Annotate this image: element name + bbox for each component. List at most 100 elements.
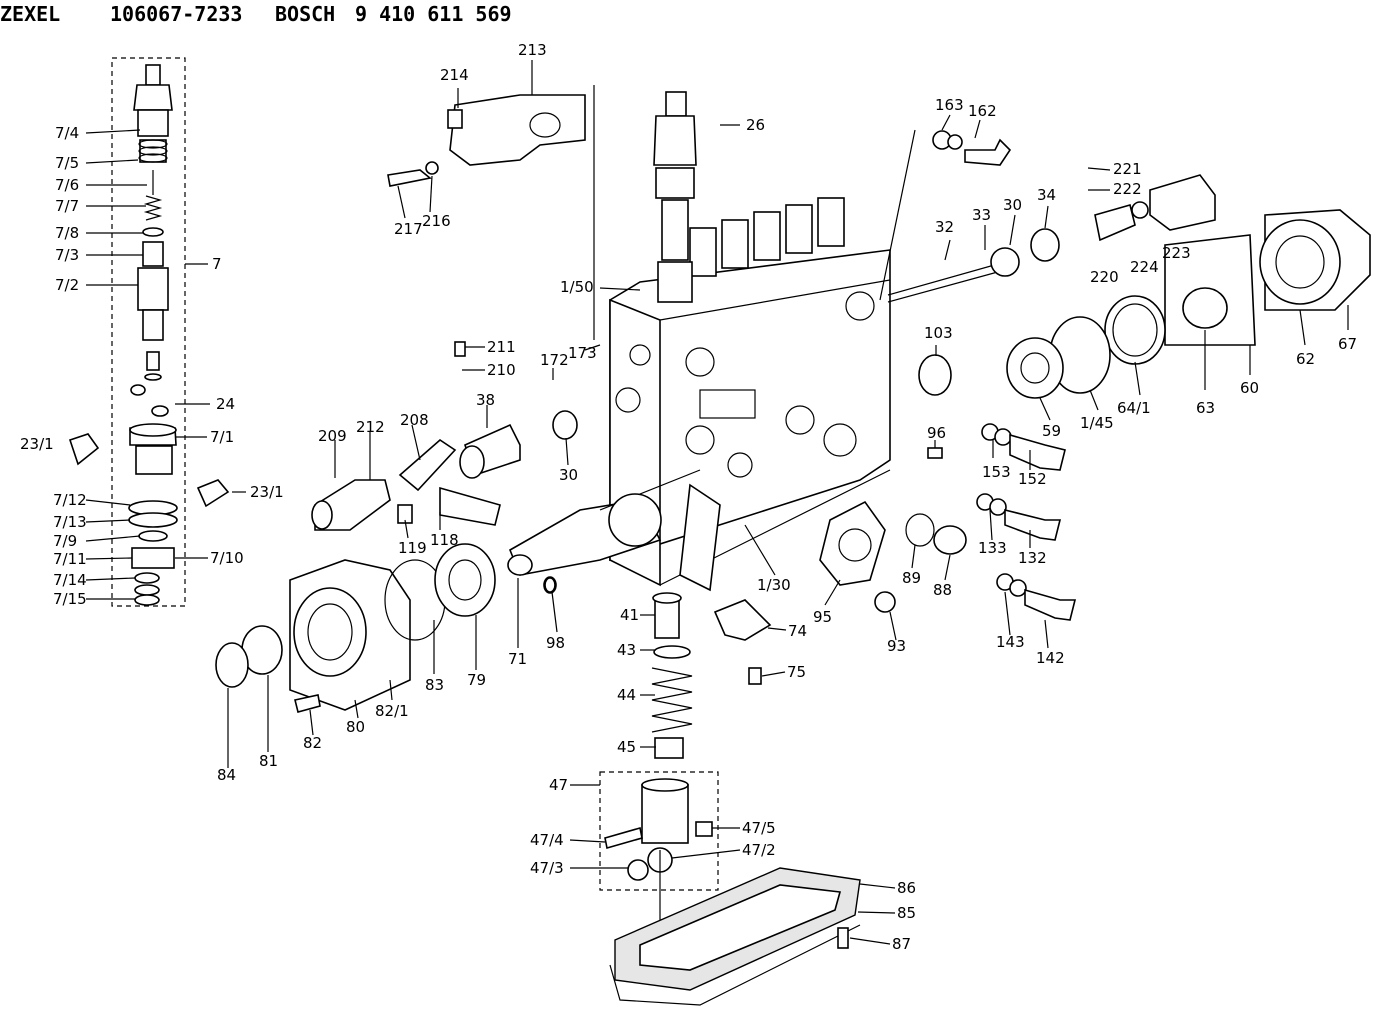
callout-216: 216 bbox=[422, 212, 451, 230]
callout-173: 173 bbox=[568, 344, 597, 362]
callout-33: 33 bbox=[972, 206, 991, 224]
callout-7-8: 7/8 bbox=[55, 224, 79, 242]
callout-7-7: 7/7 bbox=[55, 197, 79, 215]
pump-housing bbox=[508, 91, 891, 592]
callout-23-1-left: 23/1 bbox=[20, 435, 54, 453]
leader-lines bbox=[85, 60, 1349, 945]
callout-98: 98 bbox=[546, 634, 565, 652]
callout-7-10: 7/10 bbox=[210, 549, 244, 567]
callout-211: 211 bbox=[487, 338, 516, 356]
callout-38: 38 bbox=[476, 391, 495, 409]
callout-217: 217 bbox=[394, 220, 423, 238]
callout-60: 60 bbox=[1240, 379, 1259, 397]
callout-47-2: 47/2 bbox=[742, 841, 776, 859]
callout-64-1: 64/1 bbox=[1117, 399, 1151, 417]
callout-45: 45 bbox=[617, 738, 636, 756]
callout-1-45: 1/45 bbox=[1080, 414, 1114, 432]
callout-59: 59 bbox=[1042, 422, 1061, 440]
callout-153: 153 bbox=[982, 463, 1011, 481]
bottom-cover-group bbox=[609, 867, 861, 1006]
callout-67: 67 bbox=[1338, 335, 1357, 353]
callout-7-15: 7/15 bbox=[53, 590, 87, 608]
callout-132: 132 bbox=[1018, 549, 1047, 567]
callout-172: 172 bbox=[540, 351, 569, 369]
brand-zexel: ZEXEL bbox=[0, 2, 61, 26]
callout-30-left: 30 bbox=[559, 466, 578, 484]
callout-83: 83 bbox=[425, 676, 444, 694]
callout-34: 34 bbox=[1037, 186, 1056, 204]
callout-7-13: 7/13 bbox=[53, 513, 87, 531]
callout-93: 93 bbox=[887, 637, 906, 655]
callout-75: 75 bbox=[787, 663, 806, 681]
callout-32: 32 bbox=[935, 218, 954, 236]
group-47-outline bbox=[599, 771, 719, 891]
governor-side-parts bbox=[874, 130, 1371, 621]
part-number-header: ZEXEL 106067-7233 BOSCH 9 410 611 569 bbox=[0, 2, 512, 32]
group-7-outline bbox=[111, 57, 186, 607]
callout-80: 80 bbox=[346, 718, 365, 736]
callout-7: 7 bbox=[212, 255, 222, 273]
callout-224: 224 bbox=[1130, 258, 1159, 276]
callout-152: 152 bbox=[1018, 470, 1047, 488]
callout-118: 118 bbox=[430, 531, 459, 549]
front-flange-group bbox=[215, 543, 557, 713]
callout-222: 222 bbox=[1113, 180, 1142, 198]
callout-133: 133 bbox=[978, 539, 1007, 557]
callout-86: 86 bbox=[897, 879, 916, 897]
callout-142: 142 bbox=[1036, 649, 1065, 667]
callout-208: 208 bbox=[400, 411, 429, 429]
callout-119: 119 bbox=[398, 539, 427, 557]
callout-43: 43 bbox=[617, 641, 636, 659]
callout-81: 81 bbox=[259, 752, 278, 770]
callout-95: 95 bbox=[813, 608, 832, 626]
callout-213: 213 bbox=[518, 41, 547, 59]
callout-47-4: 47/4 bbox=[530, 831, 564, 849]
callout-1-50: 1/50 bbox=[560, 278, 594, 296]
callout-7-11: 7/11 bbox=[53, 550, 87, 568]
callout-84: 84 bbox=[217, 766, 236, 784]
bosch-part-number: 9 410 611 569 bbox=[355, 2, 512, 26]
bracket-213 bbox=[387, 94, 586, 187]
delivery-valve-group bbox=[68, 57, 230, 607]
callout-41: 41 bbox=[620, 606, 639, 624]
callout-47-5: 47/5 bbox=[742, 819, 776, 837]
callout-223: 223 bbox=[1162, 244, 1191, 262]
callout-7-12: 7/12 bbox=[53, 491, 87, 509]
callout-44: 44 bbox=[617, 686, 636, 704]
callout-79: 79 bbox=[467, 671, 486, 689]
callout-210: 210 bbox=[487, 361, 516, 379]
callout-7-9: 7/9 bbox=[53, 532, 77, 550]
callout-88: 88 bbox=[933, 581, 952, 599]
callout-221: 221 bbox=[1113, 160, 1142, 178]
callout-163: 163 bbox=[935, 96, 964, 114]
callout-89: 89 bbox=[902, 569, 921, 587]
callout-7-4: 7/4 bbox=[55, 124, 79, 142]
tappet-group bbox=[544, 577, 772, 891]
callout-62: 62 bbox=[1296, 350, 1315, 368]
callout-7-1: 7/1 bbox=[210, 428, 234, 446]
brand-bosch: BOSCH bbox=[275, 2, 336, 26]
callout-162: 162 bbox=[968, 102, 997, 120]
callout-212: 212 bbox=[356, 418, 385, 436]
callout-1-30: 1/30 bbox=[757, 576, 791, 594]
callout-7-2: 7/2 bbox=[55, 276, 79, 294]
callout-7-3: 7/3 bbox=[55, 246, 79, 264]
callout-85: 85 bbox=[897, 904, 916, 922]
callout-143: 143 bbox=[996, 633, 1025, 651]
callout-47: 47 bbox=[549, 776, 568, 794]
callout-74: 74 bbox=[788, 622, 807, 640]
callout-82: 82 bbox=[303, 734, 322, 752]
callout-214: 214 bbox=[440, 66, 469, 84]
callout-96-right: 96 bbox=[927, 424, 946, 442]
callout-7-14: 7/14 bbox=[53, 571, 87, 589]
callout-63: 63 bbox=[1196, 399, 1215, 417]
callout-71: 71 bbox=[508, 650, 527, 668]
callout-30-top: 30 bbox=[1003, 196, 1022, 214]
zexel-part-number: 106067-7233 bbox=[110, 2, 243, 26]
callout-87: 87 bbox=[892, 935, 911, 953]
callout-24: 24 bbox=[216, 395, 235, 413]
callout-47-3: 47/3 bbox=[530, 859, 564, 877]
callout-209: 209 bbox=[318, 427, 347, 445]
